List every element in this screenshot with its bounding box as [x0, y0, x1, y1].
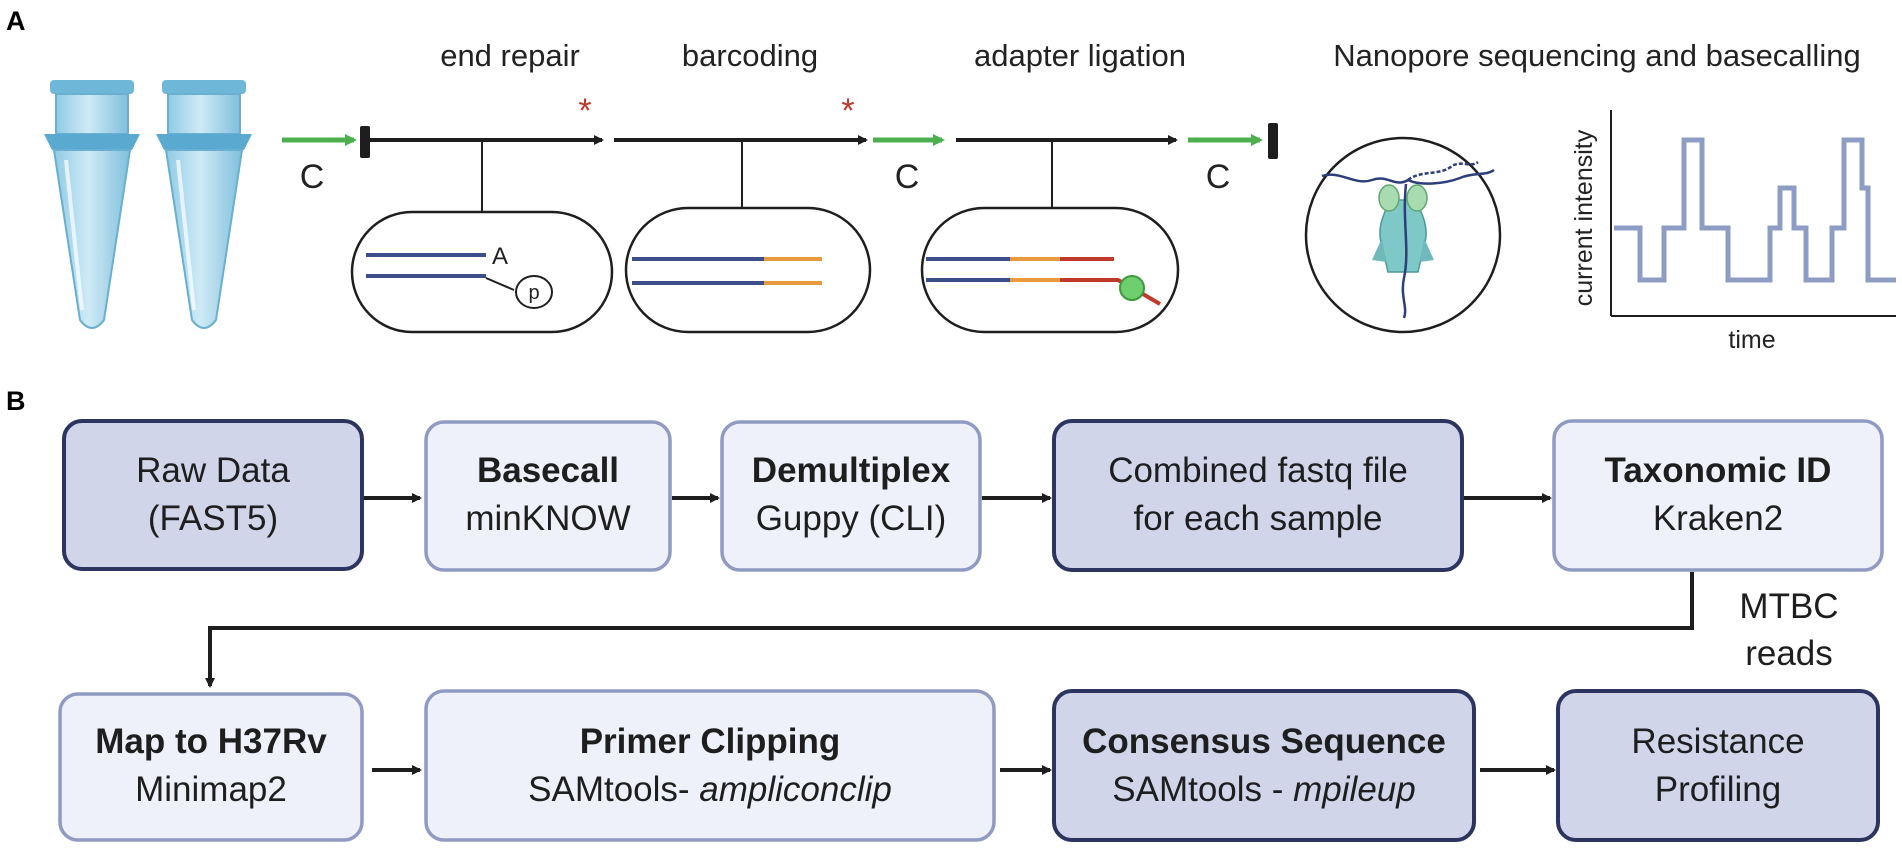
- step-label-barcoding: barcoding: [682, 38, 818, 73]
- incubation-asterisk-icon: *: [841, 92, 854, 130]
- box-primer-clipping: Primer Clipping SAMtools- ampliconclip: [424, 689, 996, 842]
- step-label-adapter-ligation: adapter ligation: [974, 38, 1186, 73]
- step-label-sequencing: Nanopore sequencing and basecalling: [1333, 38, 1860, 73]
- box-resistance-title: Resistance: [1631, 722, 1804, 761]
- incubation-asterisk-icon: *: [578, 92, 591, 130]
- box-consensus-subtitle: SAMtools - mpileup: [1112, 770, 1415, 809]
- adenine-tail-label: A: [492, 243, 508, 270]
- box-demultiplex: Demultiplex Guppy (CLI): [720, 420, 982, 572]
- box-taxonomic-id: Taxonomic ID Kraken2: [1552, 419, 1884, 572]
- barcoding-diagram: [624, 206, 872, 334]
- mtbc-label-line1: MTBC: [1739, 587, 1838, 626]
- phosphate-icon: [515, 275, 553, 309]
- adapter-ligation-diagram: [920, 206, 1180, 334]
- start-bar-icon: [360, 126, 370, 158]
- signal-trace: [1614, 137, 1896, 283]
- box-raw-data: Raw Data (FAST5): [62, 419, 364, 571]
- box-map-h37rv-title: Map to H37Rv: [95, 722, 327, 761]
- sample-tube-icon: [44, 80, 140, 329]
- box-basecall-title: Basecall: [477, 451, 619, 490]
- box-raw-data-subtitle: (FAST5): [148, 499, 278, 538]
- cleanup-label: C: [895, 158, 920, 196]
- box-taxonomic-id-title: Taxonomic ID: [1605, 451, 1832, 490]
- box-basecall: Basecall minKNOW: [424, 420, 672, 572]
- mtbc-label-line2: reads: [1745, 634, 1833, 673]
- box-taxonomic-id-subtitle: Kraken2: [1653, 499, 1783, 538]
- phosphate-label: p: [528, 282, 539, 304]
- panel-letter-a: A: [6, 6, 26, 36]
- box-basecall-subtitle: minKNOW: [465, 499, 630, 538]
- box-combined-fastq: Combined fastq file for each sample: [1052, 419, 1464, 572]
- box-consensus-sequence: Consensus Sequence SAMtools - mpileup: [1052, 689, 1476, 842]
- box-demultiplex-title: Demultiplex: [752, 451, 951, 490]
- panel-letter-b: B: [6, 386, 26, 416]
- signal-ylabel: current intensity: [1570, 129, 1598, 306]
- box-map-h37rv: Map to H37Rv Minimap2: [58, 692, 364, 842]
- box-resistance-subtitle: Profiling: [1655, 770, 1781, 809]
- signal-plot: current intensity time: [1570, 110, 1896, 354]
- box-combined-fastq-subtitle: for each sample: [1133, 499, 1382, 538]
- nanopore-icon: [1304, 136, 1502, 334]
- end-bar-icon: [1268, 123, 1278, 159]
- step-label-end-repair: end repair: [440, 38, 580, 73]
- box-primer-clipping-title: Primer Clipping: [580, 722, 841, 761]
- sample-tube-icon: [156, 80, 252, 329]
- mtbc-connector-arrow: [205, 572, 1694, 688]
- box-consensus-title: Consensus Sequence: [1082, 722, 1446, 761]
- motor-protein-icon: [1119, 275, 1145, 301]
- box-raw-data-title: Raw Data: [136, 451, 290, 490]
- box-primer-clipping-subtitle: SAMtools- ampliconclip: [528, 770, 892, 809]
- box-map-h37rv-subtitle: Minimap2: [135, 770, 287, 809]
- cleanup-label: C: [300, 158, 325, 196]
- end-repair-diagram: A p: [350, 210, 614, 334]
- cleanup-label: C: [1206, 158, 1231, 196]
- box-demultiplex-subtitle: Guppy (CLI): [756, 499, 947, 538]
- signal-xlabel: time: [1728, 326, 1775, 354]
- box-resistance-profiling: Resistance Profiling: [1556, 689, 1880, 842]
- box-combined-fastq-title: Combined fastq file: [1108, 451, 1408, 490]
